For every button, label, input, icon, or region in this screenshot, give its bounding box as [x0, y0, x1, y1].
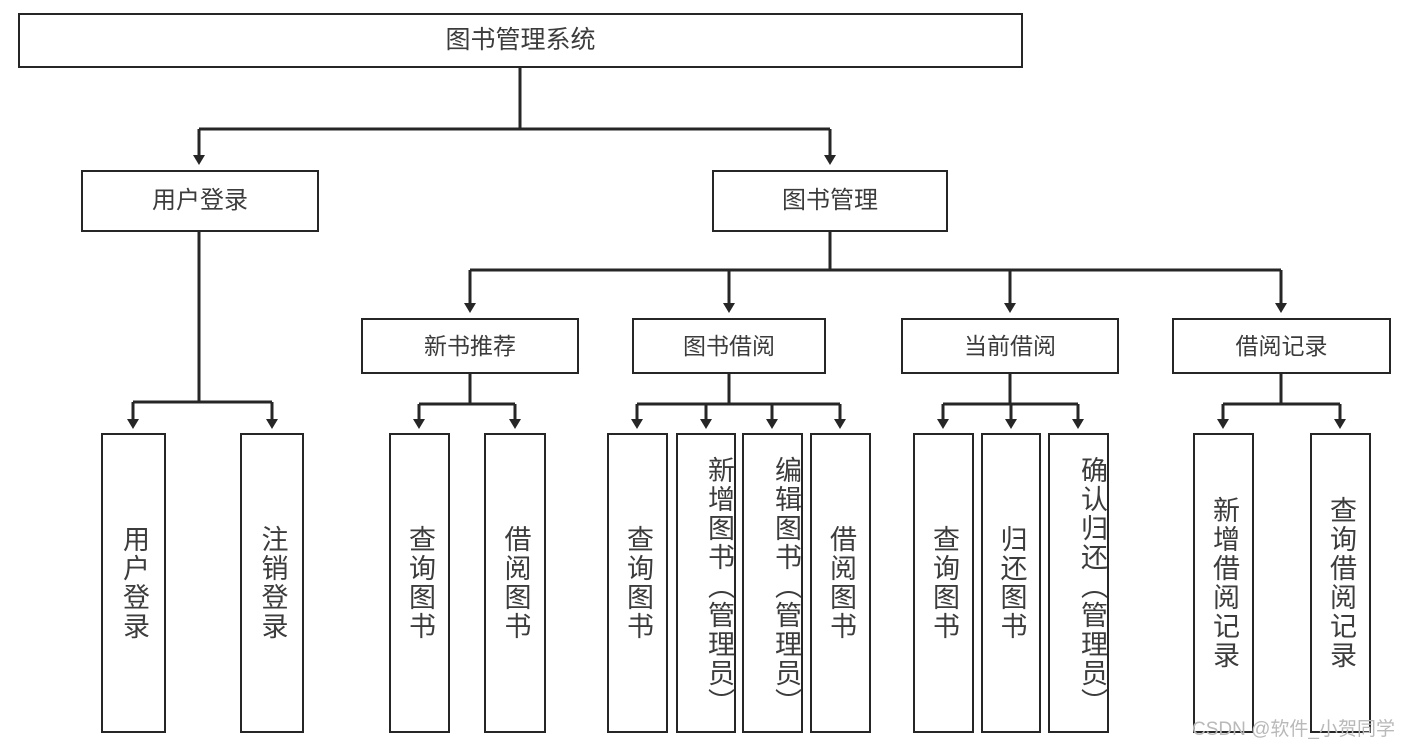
- node-book-borrow[interactable]: 图书借阅: [632, 318, 826, 374]
- leaf-edit-book-admin-label: 编辑图书（管理员）: [771, 455, 801, 717]
- leaf-confirm-return-admin-label: 确认归还（管理员）: [1077, 455, 1107, 717]
- leaf-query-book-borrow[interactable]: 查询图书: [607, 433, 668, 733]
- node-new-book-recommend[interactable]: 新书推荐: [361, 318, 579, 374]
- node-user-login[interactable]: 用户登录: [81, 170, 319, 232]
- leaf-query-borrow-record-label: 查询借阅记录: [1326, 496, 1357, 670]
- node-user-login-label: 用户登录: [152, 187, 248, 215]
- leaf-edit-book-admin[interactable]: 编辑图书（管理员）: [742, 433, 803, 733]
- leaf-query-book-current-label: 查询图书: [929, 525, 960, 641]
- node-root[interactable]: 图书管理系统: [18, 13, 1023, 68]
- node-book-borrow-label: 图书借阅: [683, 332, 775, 359]
- leaf-query-book-borrow-label: 查询图书: [623, 525, 654, 641]
- leaf-query-book-current[interactable]: 查询图书: [913, 433, 974, 733]
- leaf-borrow-book-new[interactable]: 借阅图书: [484, 433, 546, 733]
- leaf-borrow-book[interactable]: 借阅图书: [810, 433, 871, 733]
- node-book-manage[interactable]: 图书管理: [712, 170, 948, 232]
- node-borrow-record-label: 借阅记录: [1235, 332, 1328, 359]
- leaf-borrow-book-label: 借阅图书: [826, 525, 857, 641]
- leaf-query-book-new-label: 查询图书: [405, 525, 436, 641]
- leaf-return-book[interactable]: 归还图书: [981, 433, 1041, 733]
- leaf-confirm-return-admin[interactable]: 确认归还（管理员）: [1048, 433, 1109, 733]
- leaf-add-book-admin-label: 新增图书（管理员）: [704, 455, 734, 717]
- node-current-borrow-label: 当前借阅: [964, 332, 1056, 359]
- leaf-user-login[interactable]: 用户登录: [101, 433, 166, 733]
- leaf-add-borrow-record-label: 新增借阅记录: [1209, 496, 1240, 670]
- leaf-return-book-label: 归还图书: [996, 525, 1027, 641]
- leaf-add-book-admin[interactable]: 新增图书（管理员）: [676, 433, 736, 733]
- leaf-query-book-new[interactable]: 查询图书: [389, 433, 450, 733]
- leaf-user-login-label: 用户登录: [119, 525, 150, 641]
- node-book-manage-label: 图书管理: [782, 187, 878, 215]
- leaf-query-borrow-record[interactable]: 查询借阅记录: [1310, 433, 1371, 733]
- leaf-add-borrow-record[interactable]: 新增借阅记录: [1193, 433, 1254, 733]
- node-root-label: 图书管理系统: [445, 26, 596, 55]
- node-borrow-record[interactable]: 借阅记录: [1172, 318, 1391, 374]
- node-new-book-recommend-label: 新书推荐: [424, 332, 516, 359]
- csdn-watermark: CSDN @软件_小贺同学: [1192, 719, 1395, 740]
- node-current-borrow[interactable]: 当前借阅: [901, 318, 1119, 374]
- leaf-logout-label: 注销登录: [257, 525, 288, 641]
- leaf-borrow-book-new-label: 借阅图书: [500, 525, 531, 641]
- leaf-logout[interactable]: 注销登录: [240, 433, 304, 733]
